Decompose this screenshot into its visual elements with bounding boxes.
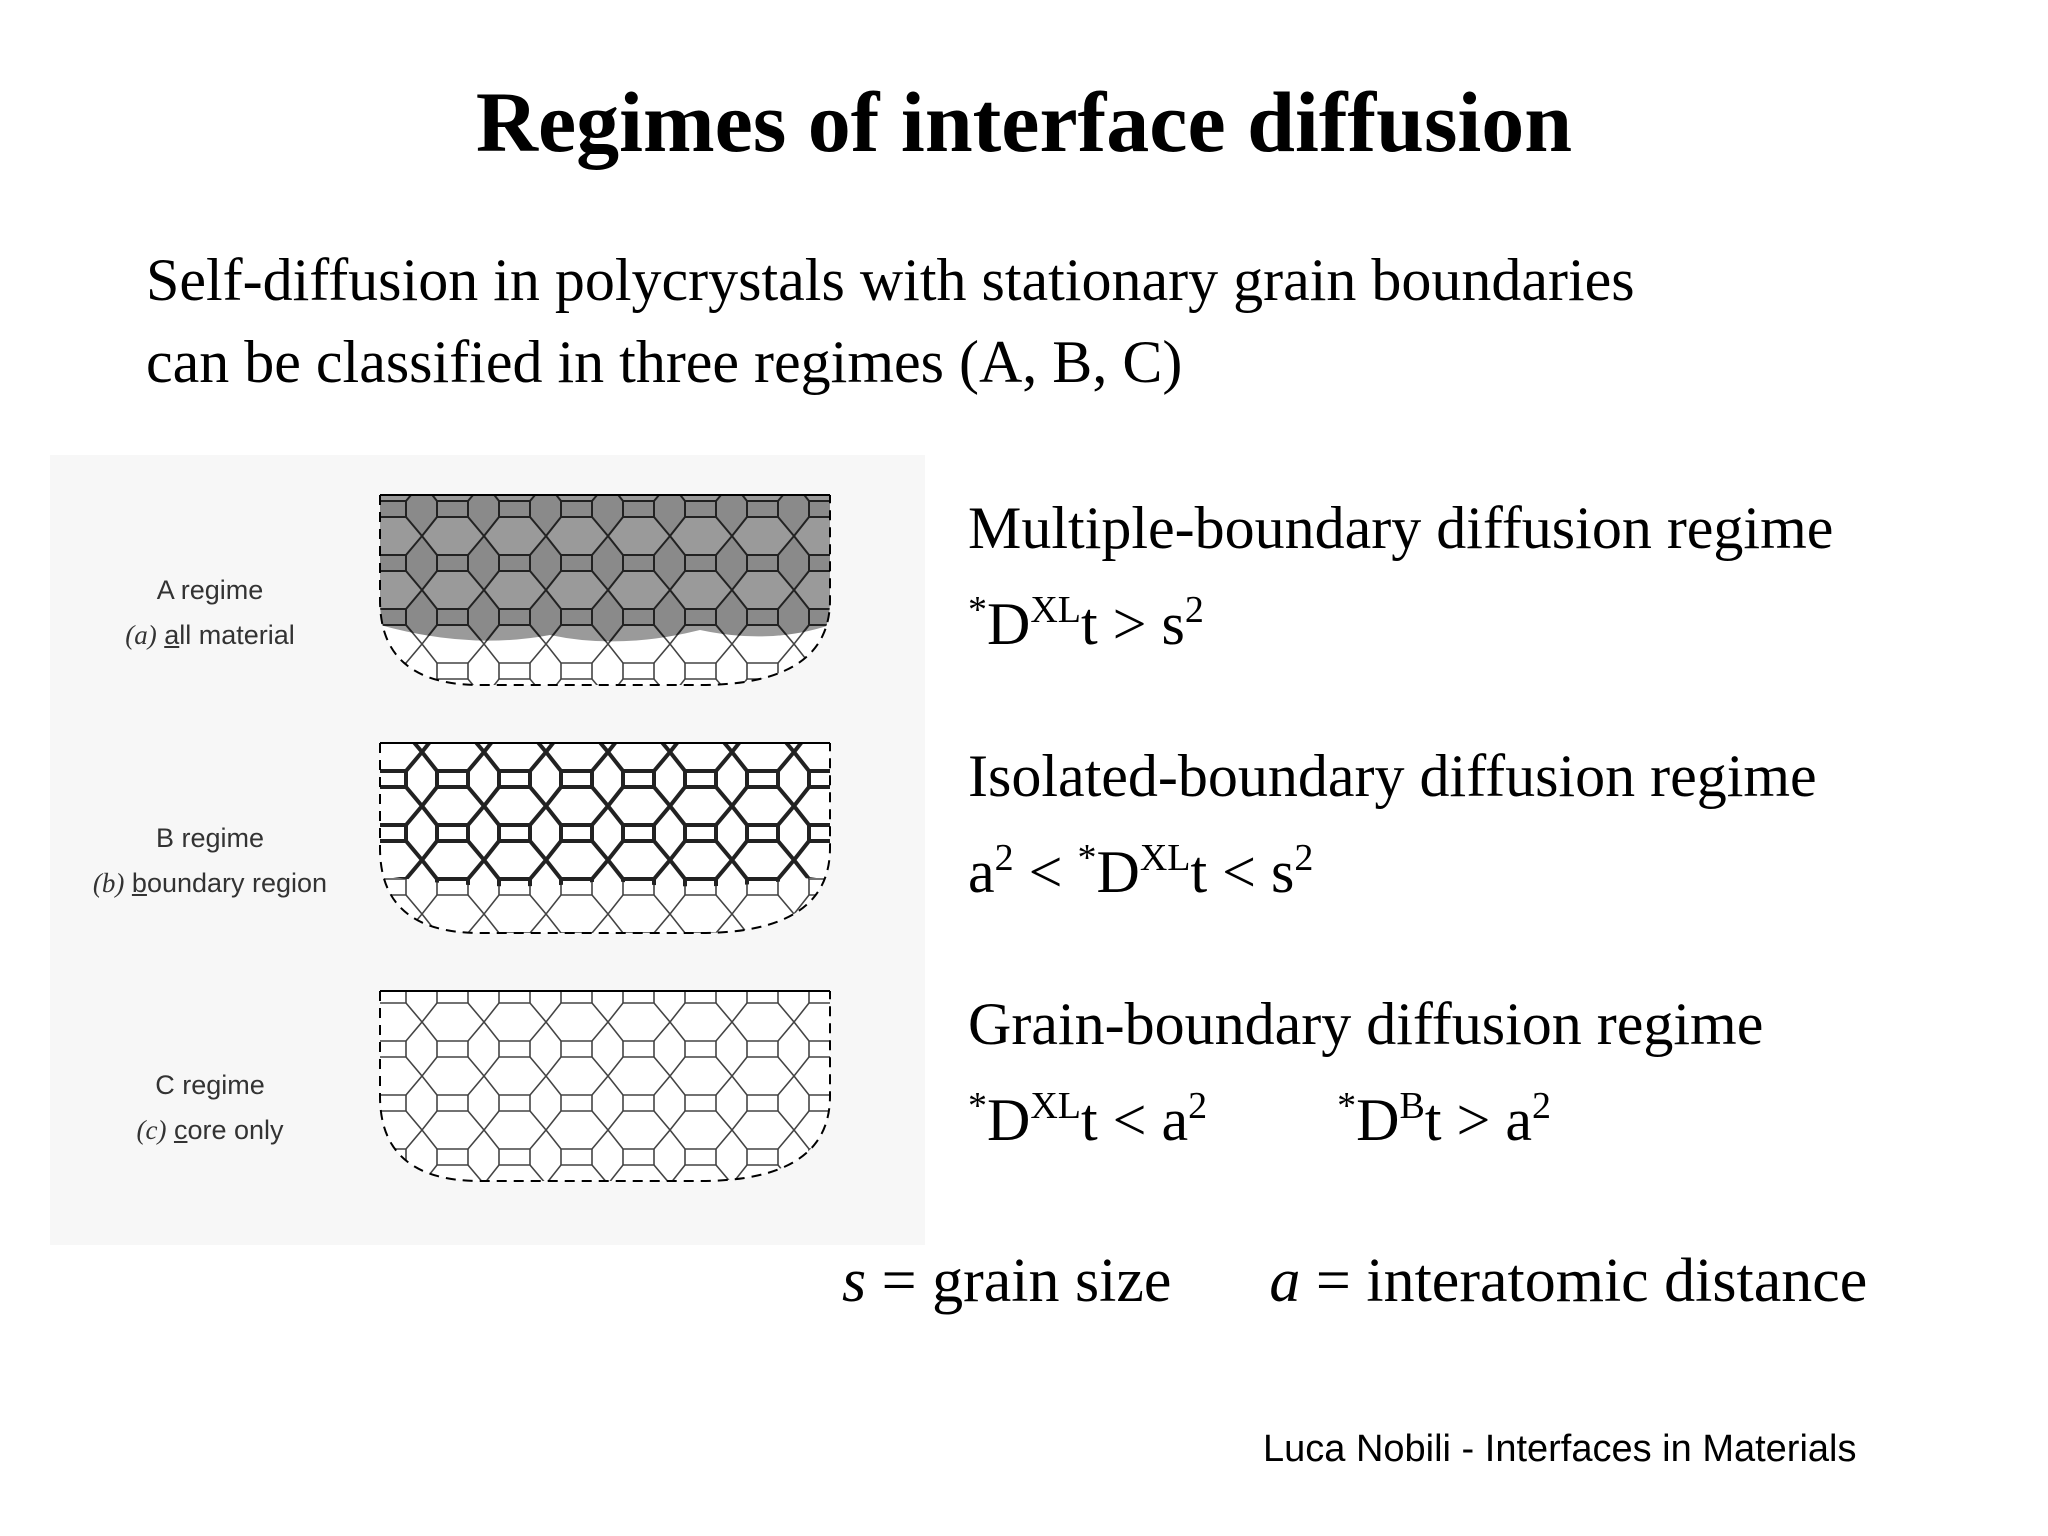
regime-c-label: C regime xyxy=(155,1070,265,1100)
regime-a-formula: *DXLt > s2 xyxy=(968,589,1204,657)
intro-line-1: Self-diffusion in polycrystals with stat… xyxy=(146,247,1635,313)
regime-b-caption: (b) boundary region xyxy=(92,868,328,898)
regime-b-heading: Isolated-boundary diffusion regime xyxy=(968,743,1817,809)
a-variable: a xyxy=(1269,1247,1301,1315)
regime-a-label: A regime xyxy=(156,575,264,605)
s-variable: s xyxy=(842,1247,867,1315)
regime-b-formula: a2 < *DXLt < s2 xyxy=(968,837,1314,905)
regime-c-caption: (c) core only xyxy=(136,1115,284,1145)
regime-c-formula: *DXLt < a2*DBt > a2 xyxy=(968,1085,1551,1153)
regime-b-label: B regime xyxy=(155,823,265,853)
regime-a-heading: Multiple-boundary diffusion regime xyxy=(968,495,1834,561)
grain-diagrams xyxy=(379,494,831,1182)
slide-title: Regimes of interface diffusion xyxy=(475,74,1573,170)
intro-line-2: can be classified in three regimes (A, B… xyxy=(146,329,1183,395)
regimes-figure: A regime (a) all material B regime (b) b… xyxy=(50,455,925,1245)
regime-c-heading: Grain-boundary diffusion regime xyxy=(968,991,1764,1057)
footer-credit: Luca Nobili - Interfaces in Materials xyxy=(1263,1428,1857,1470)
regime-a-caption: (a) all material xyxy=(125,620,295,650)
